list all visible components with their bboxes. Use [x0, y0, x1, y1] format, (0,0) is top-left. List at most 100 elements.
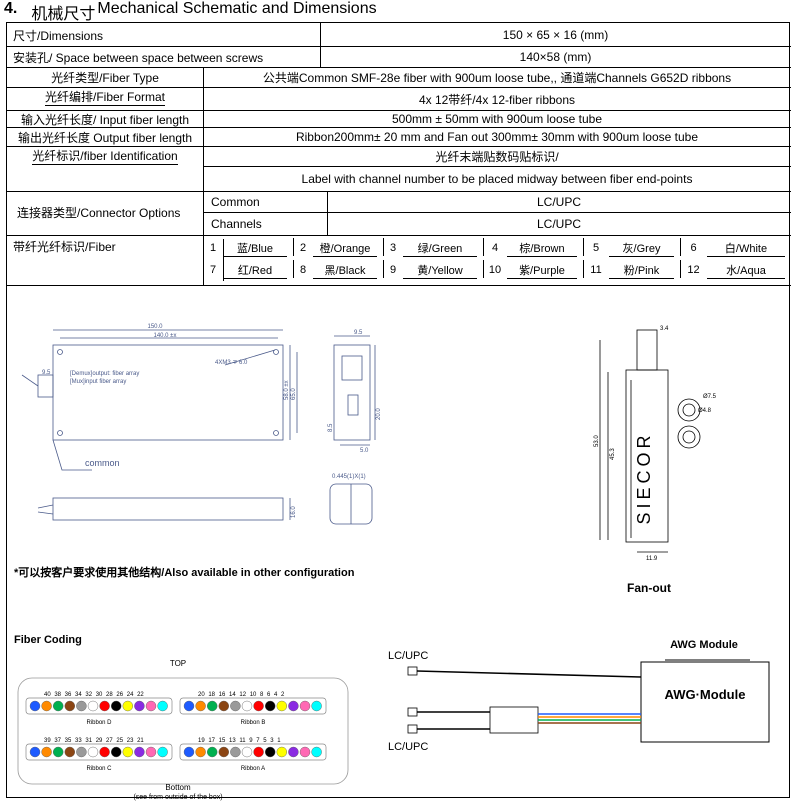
ribbon-name: Ribbon A [241, 766, 265, 772]
fiber-format-value: 4x 12带纤/4x 12-fiber ribbons [418, 92, 576, 107]
fiber-dot [218, 746, 230, 758]
ribbon-name: Ribbon C [86, 766, 112, 772]
fiber-color-number: 4 [491, 242, 499, 254]
fiber-color-name: 粉/Pink [623, 265, 660, 277]
fiber-type-value: 公共端Common SMF-28e fiber with 900um loose… [262, 70, 732, 85]
fiber-color-number: 1 [209, 242, 217, 254]
fiber-dot [53, 746, 64, 758]
fiber-dot [29, 746, 41, 758]
fiber-dot [122, 746, 134, 758]
fiber-color-number: 12 [687, 264, 700, 276]
fiber-color-name: 黄/Yellow [417, 265, 463, 277]
fiber-color-number: 6 [690, 242, 697, 254]
identification-label: 光纤标识/fiber Identification [32, 149, 178, 165]
section-title-cn: 机械尺寸 [31, 6, 96, 23]
dim-pitch: 0.445(1)X(1) [332, 474, 366, 480]
fanout-w: 11.9 [646, 556, 658, 562]
fiber-dot [134, 700, 145, 712]
fiber-dot [134, 746, 145, 758]
input-length-label: 输入光纤长度/ Input fiber length [20, 112, 190, 127]
fiber-color-number: 5 [592, 242, 600, 254]
fiber-dot [76, 700, 87, 712]
fiber-dot [64, 746, 76, 758]
lc-bottom: LC/UPC [388, 741, 428, 753]
fiber-color-name: 黑/Black [324, 265, 366, 277]
ribbon-frame [179, 743, 327, 761]
fiber-color-name: 水/Aqua [726, 265, 766, 277]
section-title-en: Mechanical Schematic and Dimensions [97, 0, 377, 17]
fanout-top-dim: 3.4 [660, 326, 669, 332]
fiber-color-number: 11 [590, 264, 602, 276]
fiber-dot [253, 746, 264, 758]
ribbon-frame [25, 743, 173, 761]
fanout-h1: 53.0 [594, 435, 600, 447]
fiber-dot [87, 746, 99, 758]
fiber-color-name: 灰/Grey [622, 243, 661, 255]
fanout-h2: 45.3 [610, 448, 616, 460]
dim-side-95: 9.5 [354, 330, 363, 336]
section-header: 4. 机械尺寸 Mechanical Schematic and Dimensi… [4, 0, 377, 23]
fiber-dot [99, 700, 110, 712]
label-mux: [Mux]input fiber array [70, 379, 126, 385]
ribbon-name: Ribbon D [86, 720, 112, 726]
ribbon-frame [25, 697, 173, 715]
fiber-color-label: 带纤光纤标识/Fiber [13, 239, 116, 254]
fiber-dot [230, 746, 241, 758]
fiber-dot [265, 746, 276, 758]
ribbon-numbers: 39 37 35 33 31 29 27 25 23 21 [44, 738, 144, 744]
fiber-dot [195, 746, 206, 758]
fiber-color-name: 红/Red [237, 265, 273, 277]
fiber-dot [41, 746, 52, 758]
awg-box [640, 661, 770, 743]
fiber-dot [41, 700, 52, 712]
fc-bottom: Bottom [165, 783, 191, 792]
fiber-color-number: 7 [209, 264, 217, 276]
fiber-dot [183, 700, 195, 712]
awg-box-label: AWG·Module [665, 687, 746, 702]
fiber-dot [276, 700, 287, 712]
dim-side-200: 20.0 [376, 408, 382, 420]
fiber-dot [241, 700, 253, 712]
fanout-label: Fan-out [627, 581, 671, 595]
lc-top: LC/UPC [388, 650, 428, 662]
dim-650: 65.0 [291, 388, 297, 400]
screws-label: 安装孔/ Space between space between screws [13, 50, 264, 65]
dim-common: common [85, 458, 120, 468]
fiber-dot [241, 746, 253, 758]
identification-value-cn: 光纤末端贴数码贴标识/ [435, 149, 559, 164]
fiber-dot [195, 700, 206, 712]
fiber-dot [122, 700, 134, 712]
fiber-dot [99, 746, 110, 758]
fiber-dot [311, 746, 322, 758]
dim-side-50: 5.0 [360, 448, 369, 454]
fiber-color-number: 9 [389, 264, 397, 276]
fiber-dot [110, 746, 122, 758]
fiber-dot [206, 746, 218, 758]
awg-module-title: AWG Module [670, 639, 738, 651]
screws-value: 140×58 (mm) [519, 50, 592, 64]
fiber-dot [145, 746, 157, 758]
fiber-dot [157, 746, 168, 758]
fiber-dot [157, 700, 168, 712]
fiber-dot [218, 700, 230, 712]
fiber-dot [87, 700, 99, 712]
fiber-dot [230, 700, 241, 712]
fiber-coding-title: Fiber Coding [14, 634, 82, 646]
dim-95: 9.5 [42, 370, 51, 376]
label-demux: [Demux]output: fiber array [70, 371, 139, 377]
fiber-color-name: 橙/Orange [319, 243, 371, 255]
dim-580: 58.0 ±x [284, 380, 290, 400]
fiber-dot [29, 700, 41, 712]
dim-150: 150.0 [147, 324, 163, 330]
ribbon-numbers: 20 18 16 14 12 10 8 6 4 2 [198, 692, 285, 698]
dimensions-value: 150 × 65 × 16 (mm) [502, 28, 609, 42]
fiber-dot [276, 746, 287, 758]
fiber-dot [299, 700, 311, 712]
fiber-color-number: 10 [488, 264, 502, 276]
ribbon-numbers: 19 17 15 13 11 9 7 5 3 1 [198, 738, 281, 744]
fiber-dot [253, 700, 264, 712]
top-view-box [52, 344, 284, 441]
fiber-type-label: 光纤类型/Fiber Type [51, 70, 159, 85]
fiber-dot [53, 700, 64, 712]
